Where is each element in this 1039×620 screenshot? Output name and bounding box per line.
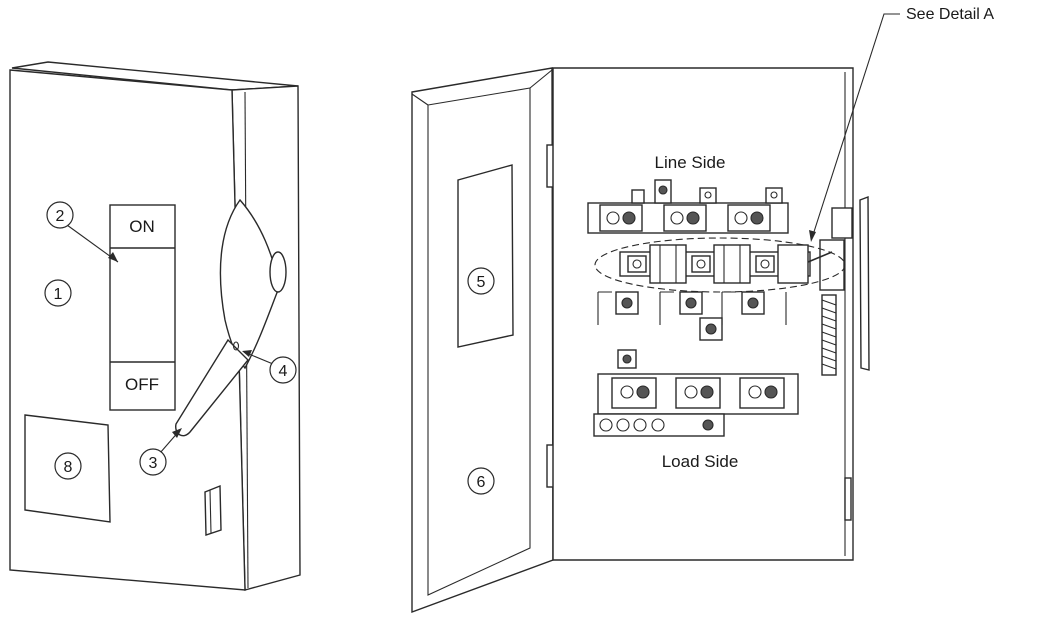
see-detail-a-label: See Detail A (906, 6, 994, 23)
svg-text:3: 3 (149, 455, 158, 472)
on-label: ON (129, 217, 155, 236)
callout-8: 8 (54, 452, 82, 480)
cover-latch[interactable] (204, 484, 222, 536)
closed-enclosure: ON OFF (9, 61, 301, 591)
line-side-label: Line Side (655, 153, 726, 172)
svg-text:6: 6 (477, 474, 486, 491)
mechanism-spring (821, 294, 837, 376)
callout-3: 3 (139, 428, 182, 476)
svg-text:2: 2 (56, 208, 65, 225)
open-enclosure (411, 67, 870, 614)
operating-mechanism (859, 195, 870, 371)
lower-contact-row (597, 291, 787, 341)
svg-text:4: 4 (279, 363, 288, 380)
callout-5: 5 (467, 267, 495, 295)
switch-blade-assembly (594, 237, 846, 293)
door-label-panel (457, 164, 514, 348)
operating-handle[interactable] (175, 338, 249, 437)
svg-text:8: 8 (64, 459, 73, 476)
on-off-indicator-window (109, 204, 176, 411)
off-label: OFF (125, 375, 159, 394)
svg-text:1: 1 (54, 286, 63, 303)
line-side-terminal-block: Line Side (587, 153, 789, 234)
load-side-label: Load Side (662, 452, 739, 471)
svg-text:5: 5 (477, 274, 486, 291)
load-side-terminal-block: Load Side (593, 349, 799, 471)
callout-1: 1 (44, 279, 72, 307)
callout-4: 4 (242, 350, 297, 384)
callout-2: 2 (46, 201, 119, 263)
handle-pivot (269, 251, 287, 293)
callout-6: 6 (467, 467, 495, 495)
see-detail-a-callout: See Detail A (809, 6, 994, 242)
detail-a-outline (594, 237, 846, 293)
